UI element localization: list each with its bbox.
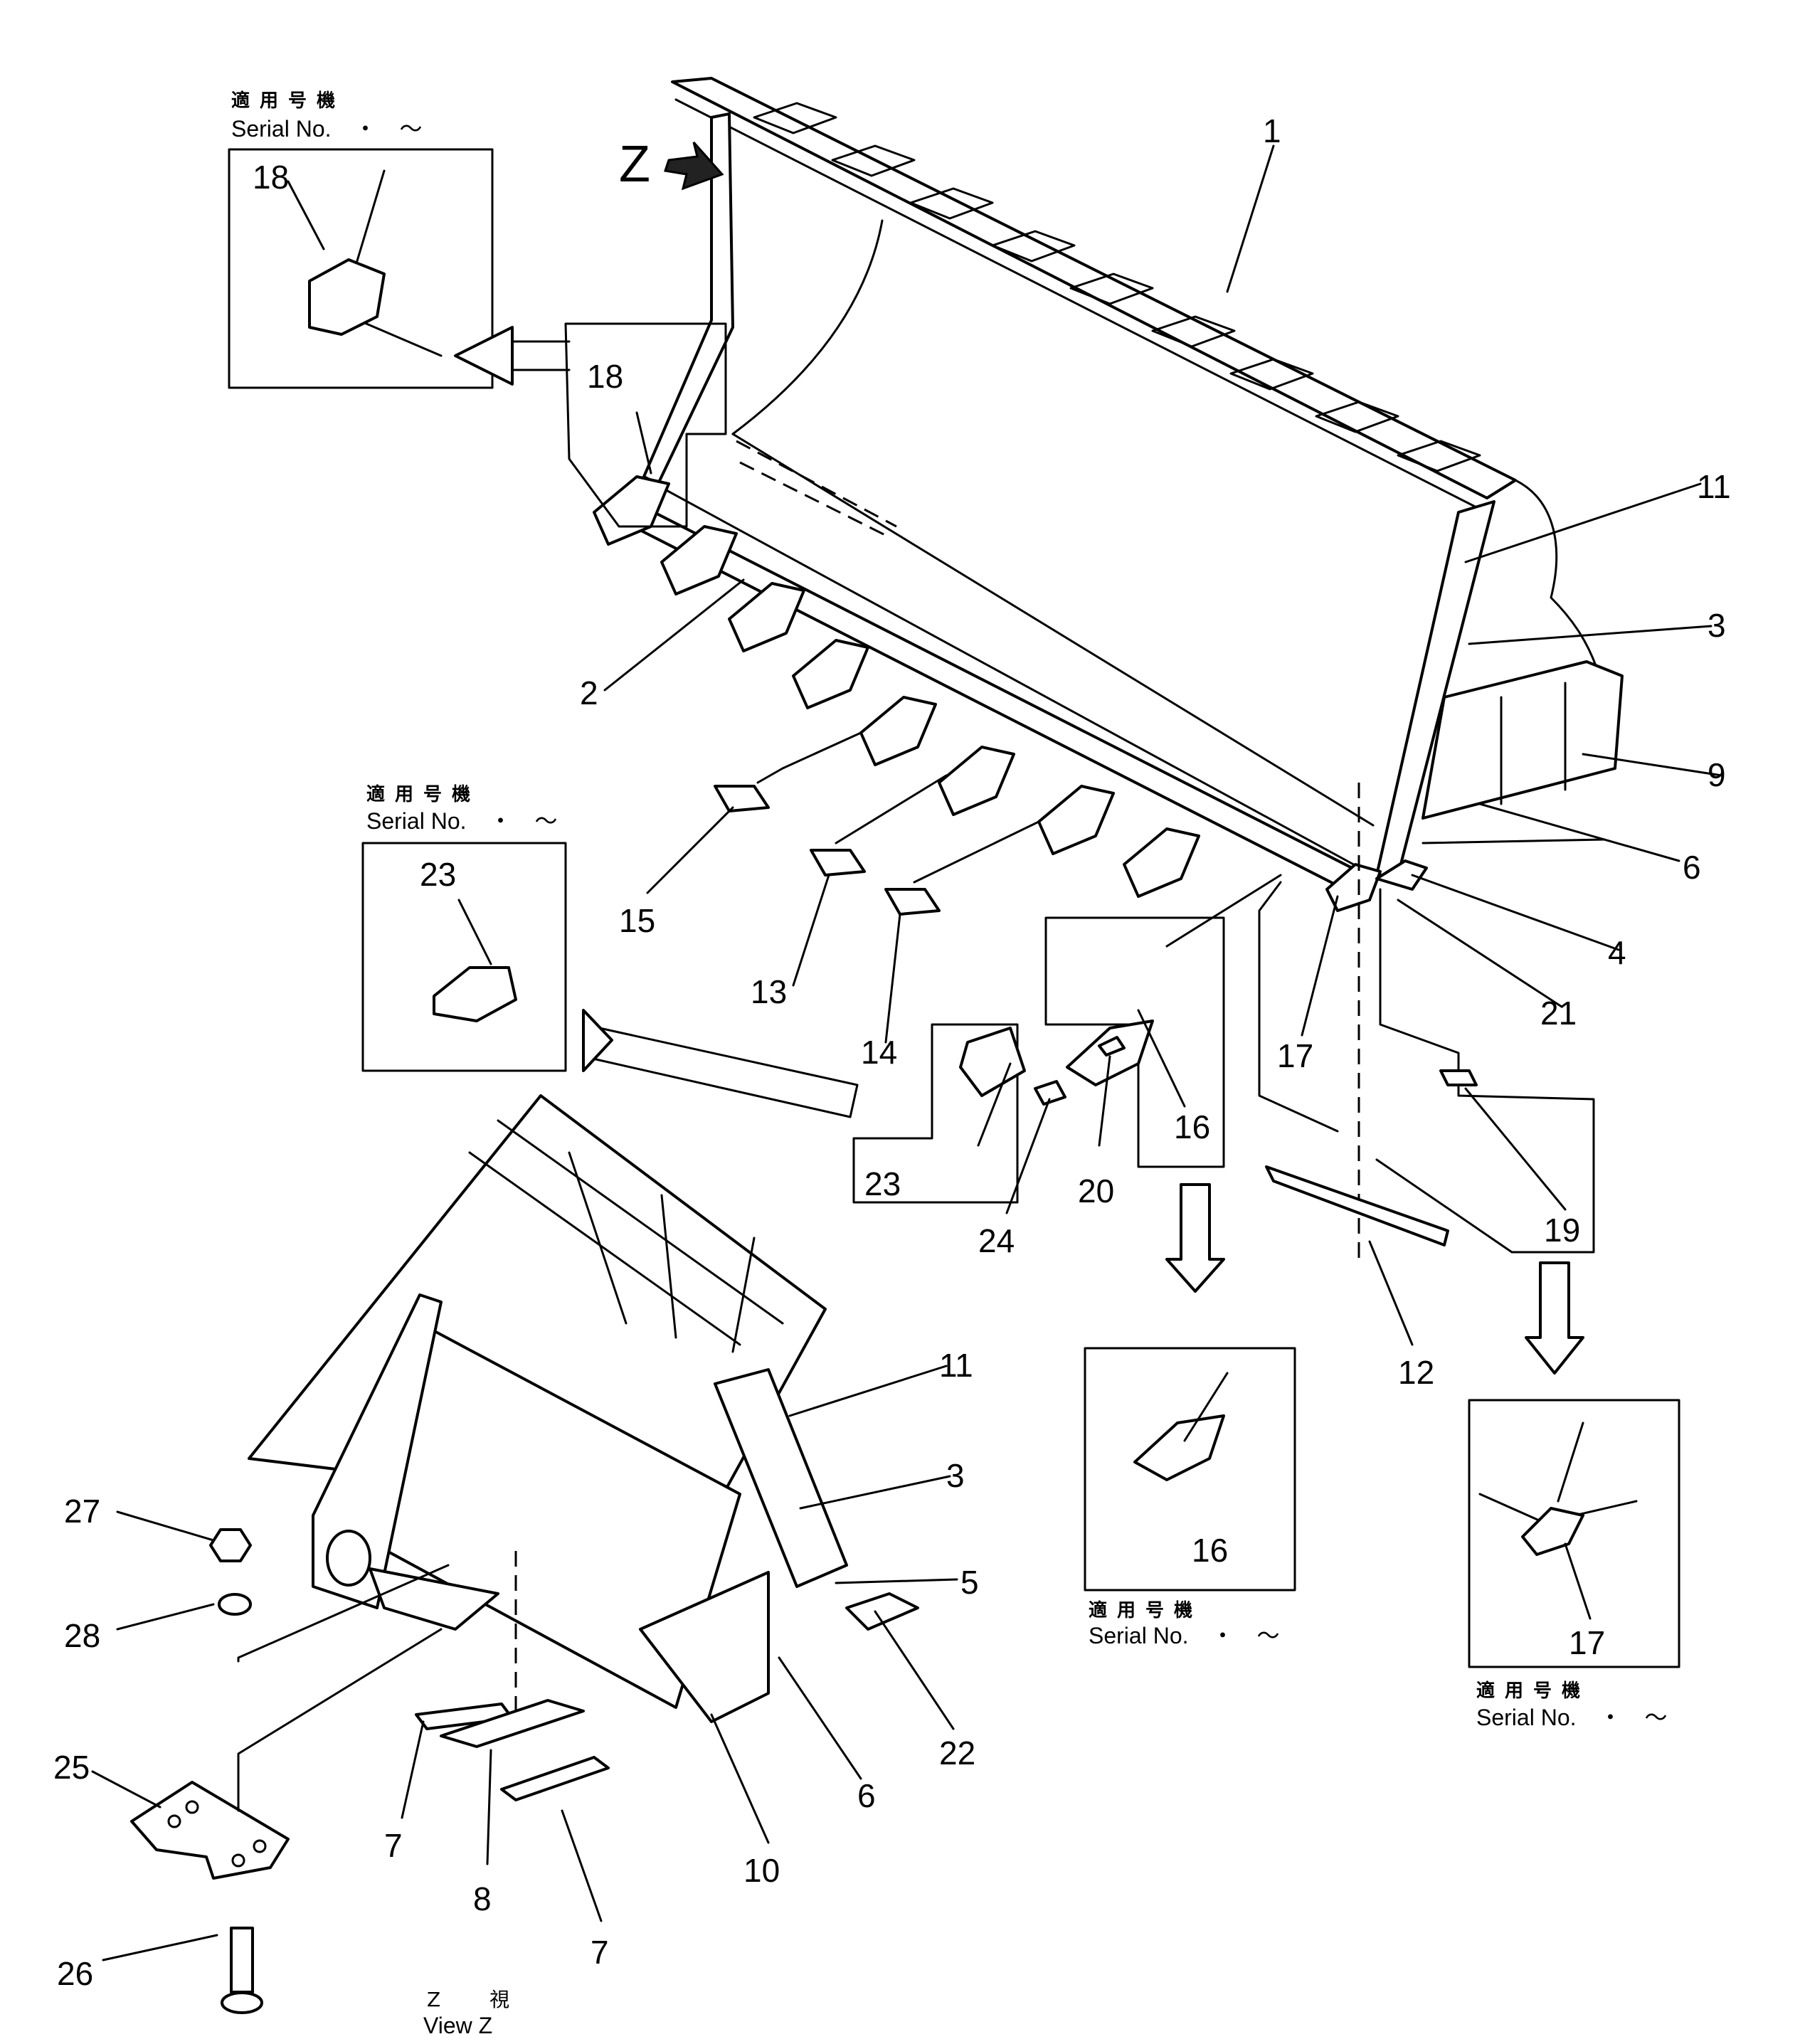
view-z-label: Z (619, 136, 650, 193)
callout-27: 27 (64, 1493, 100, 1530)
callout-8: 8 (473, 1880, 492, 1917)
down-arrow-icon (1165, 1183, 1225, 1293)
inset-16-20 (1044, 874, 1282, 1168)
serial-box-en-label: Serial No. ・ ～ (366, 808, 558, 834)
callout-6: 6 (1683, 849, 1701, 886)
callout-24: 24 (978, 1222, 1015, 1259)
callout-23: 23 (420, 856, 456, 893)
callout-19: 19 (1544, 1212, 1580, 1249)
callout-22: 22 (939, 1735, 975, 1772)
callout-3: 3 (1708, 607, 1726, 644)
callout-11: 11 (939, 1347, 973, 1384)
callout-21: 21 (1540, 995, 1577, 1032)
callout-13: 13 (751, 973, 787, 1010)
callout-17: 17 (1569, 1624, 1605, 1661)
leader-lines (91, 144, 1723, 1961)
callout-16: 16 (1192, 1532, 1228, 1569)
serial-box-en-label: Serial No. ・ ～ (1089, 1623, 1280, 1648)
callout-11: 11 (1697, 468, 1731, 505)
main-bucket (593, 77, 1624, 1266)
callout-23: 23 (864, 1165, 901, 1202)
view-z-caption-en: View Z (423, 2013, 492, 2038)
serial-box-en-label: Serial No. ・ ～ (231, 116, 423, 142)
view-z-caption: Z 視 View Z (423, 1988, 531, 2038)
view-z-marker: Z (619, 136, 724, 193)
serial-box-frame (1468, 1399, 1680, 1668)
callout-7: 7 (591, 1934, 609, 1971)
callout-7: 7 (384, 1827, 403, 1864)
callout-10: 10 (743, 1852, 780, 1889)
callout-26: 26 (57, 1955, 93, 1992)
serial-box-jp-label: 適用号機 (1476, 1680, 1590, 1702)
serial-box-17: 適用号機 Serial No. ・ ～ (1468, 1399, 1680, 1730)
serial-box-frame (228, 148, 494, 389)
top-bar-ribs (753, 102, 1481, 472)
serial-box-jp-label: 適用号機 (1089, 1599, 1202, 1621)
serial-box-jp-label: 適用号機 (231, 90, 345, 112)
callout-3: 3 (946, 1457, 965, 1494)
view-z-bucket (130, 1094, 919, 2014)
callout-20: 20 (1078, 1172, 1114, 1209)
callout-16: 16 (1174, 1108, 1210, 1145)
serial-box-frame (361, 842, 567, 1072)
callout-2: 2 (580, 674, 598, 711)
serial-box-23: 適用号機 Serial No. ・ ～ (361, 783, 567, 1072)
callout-17: 17 (1277, 1037, 1313, 1074)
callout-18: 18 (253, 159, 289, 196)
serial-box-en-label: Serial No. ・ ～ (1476, 1705, 1668, 1730)
view-z-arrow-icon (664, 142, 724, 191)
callout-28: 28 (64, 1617, 100, 1654)
serial-box-18: 適用号機 Serial No. ・ ～ (228, 90, 571, 389)
tooth-row (593, 475, 1200, 898)
callout-18: 18 (587, 358, 623, 395)
down-arrow-icon (1525, 1261, 1584, 1375)
callout-1: 1 (1263, 112, 1281, 149)
callout-14: 14 (861, 1034, 897, 1071)
serial-box-frame (1084, 1347, 1296, 1592)
callout-15: 15 (619, 902, 655, 939)
callout-6: 6 (857, 1777, 876, 1814)
callout-25: 25 (53, 1749, 90, 1786)
callout-12: 12 (1398, 1354, 1434, 1391)
serial-box-16: 適用号機 Serial No. ・ ～ (1084, 1347, 1296, 1648)
callout-4: 4 (1608, 934, 1626, 971)
callout-labels: 1 2 3 3 4 5 6 6 7 7 8 9 10 11 11 12 13 1… (53, 112, 1731, 1992)
callout-5: 5 (960, 1564, 979, 1601)
view-z-caption-jp: Z 視 (427, 1988, 531, 2011)
callout-9: 9 (1708, 756, 1726, 793)
serial-box-jp-label: 適用号機 (366, 783, 480, 805)
